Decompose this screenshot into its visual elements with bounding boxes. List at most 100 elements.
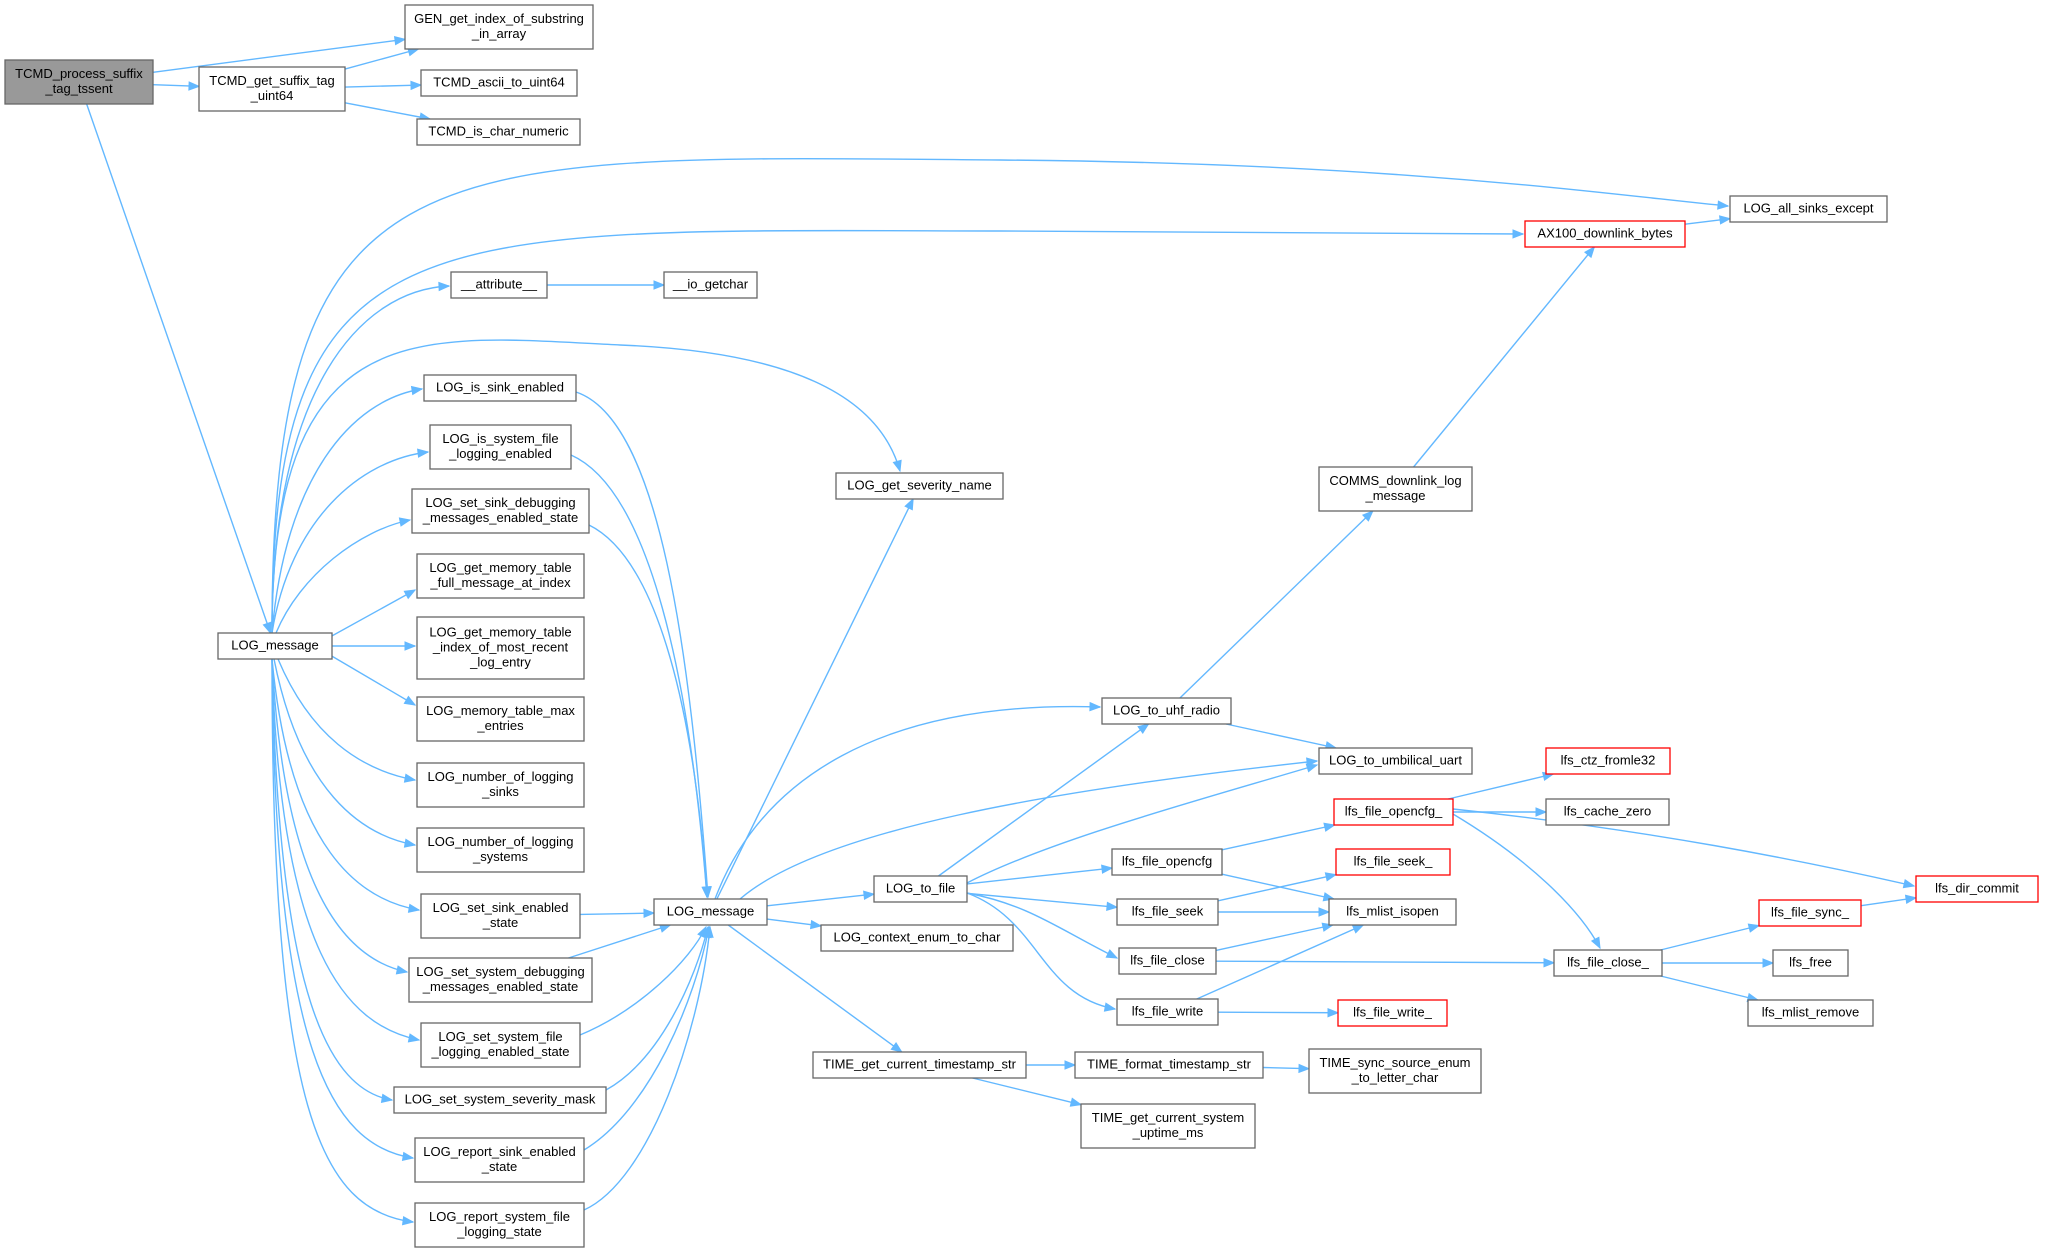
node-log-set-sys-sev[interactable]: LOG_set_system_severity_mask (393, 1086, 607, 1114)
node-time-format-ts[interactable]: TIME_format_timestamp_str (1074, 1051, 1264, 1079)
node-box (4, 59, 154, 105)
edge-layer (85, 35, 1918, 1226)
node-label-line: AX100_downlink_bytes (1537, 226, 1673, 241)
edge-line (1179, 510, 1374, 699)
edge-arrowhead (1298, 1063, 1311, 1074)
node-label-line: __io_getchar (672, 277, 749, 292)
node-lfs-file-opencfg[interactable]: lfs_file_opencfg (1111, 848, 1223, 876)
node-lfs-mlist-isopen[interactable]: lfs_mlist_isopen (1328, 898, 1457, 926)
node-log-to-file[interactable]: LOG_to_file (873, 875, 968, 903)
node-label-line: lfs_file_close_ (1567, 955, 1649, 970)
node-lfs-dir-commit[interactable]: lfs_dir_commit (1915, 875, 2039, 903)
edge-arrowhead (1089, 701, 1102, 712)
edge-arrowhead (863, 890, 876, 900)
edge-log_message_left-to-log_set_sys_sev (271, 658, 394, 1104)
node-lfs-file-opencfg-[interactable]: lfs_file_opencfg_ (1333, 798, 1454, 826)
edge-line (1215, 924, 1333, 952)
node-log-set-sink-enabled[interactable]: LOG_set_sink_enabled_state (420, 893, 581, 939)
node-log-message-left[interactable]: LOG_message (217, 632, 333, 660)
node-log-num-sinks[interactable]: LOG_number_of_logging_sinks (416, 762, 585, 808)
node-lfs-file-seek[interactable]: lfs_file_seek (1116, 898, 1219, 926)
node-log-to-umb[interactable]: LOG_to_umbilical_uart (1318, 747, 1473, 775)
node-ax100[interactable]: AX100_downlink_bytes (1524, 220, 1686, 248)
edge-line (1452, 808, 1915, 887)
node-lfs-free[interactable]: lfs_free (1772, 949, 1849, 977)
edge-arrowhead (398, 517, 412, 527)
node-tcmd-process[interactable]: TCMD_process_suffix_tag_tssent (4, 59, 154, 105)
node-box (1328, 898, 1457, 926)
edge-log_message_left-to-log_is_sink (271, 385, 424, 634)
edge-arrowhead (1327, 1007, 1340, 1018)
node-lfs-mlist-remove[interactable]: lfs_mlist_remove (1747, 999, 1874, 1027)
node-box (416, 827, 585, 873)
edge-arrowhead (1101, 864, 1114, 874)
node-lfs-cache-zero[interactable]: lfs_cache_zero (1545, 798, 1670, 826)
node-log-num-systems[interactable]: LOG_number_of_logging_systems (416, 827, 585, 873)
node-lfs-file-seek-[interactable]: lfs_file_seek_ (1335, 848, 1451, 876)
node-log-message-right[interactable]: LOG_message (653, 898, 768, 926)
node-log-get-mem-index[interactable]: LOG_get_memory_table_index_of_most_recen… (416, 616, 585, 680)
node-io-getchar[interactable]: __io_getchar (663, 271, 758, 299)
edge-line (271, 157, 1729, 634)
edge-arrowhead (1717, 200, 1730, 210)
edge-ax100-to-log_all_sinks (1684, 215, 1732, 225)
node-time-sync-source[interactable]: TIME_sync_source_enum_to_letter_char (1308, 1048, 1482, 1094)
node-label-line: TCMD_is_char_numeric (428, 124, 569, 139)
node-log-set-sink-debug[interactable]: LOG_set_sink_debugging_messages_enabled_… (411, 488, 590, 534)
node-box (416, 696, 585, 742)
node-log-report-sink[interactable]: LOG_report_sink_enabled_state (414, 1137, 585, 1183)
node-tcmd-ascii[interactable]: TCMD_ascii_to_uint64 (420, 69, 578, 97)
node-lfs-file-sync-[interactable]: lfs_file_sync_ (1758, 899, 1862, 927)
node-tcmd-is-char[interactable]: TCMD_is_char_numeric (416, 118, 581, 146)
node-lfs-ctz[interactable]: lfs_ctz_fromle32 (1545, 747, 1671, 775)
node-label-line: LOG_to_file (886, 881, 955, 896)
node-log-is-system-file[interactable]: LOG_is_system_file_logging_enabled (429, 424, 572, 470)
node-comms-downlink[interactable]: COMMS_downlink_log_message (1318, 466, 1473, 512)
node-tcmd-get-suffix[interactable]: TCMD_get_suffix_tag_uint64 (198, 66, 346, 112)
edge-log_report_sink-to-log_message_right (583, 925, 712, 1151)
edge-arrowhead (1324, 872, 1338, 882)
edge-arrowhead (890, 1041, 903, 1053)
node-lfs-file-close[interactable]: lfs_file_close (1118, 947, 1217, 975)
node-label-line: TCMD_get_suffix_tag (209, 73, 335, 88)
node-lfs-file-write-[interactable]: lfs_file_write_ (1337, 999, 1448, 1027)
node-log-context-enum[interactable]: LOG_context_enum_to_char (820, 924, 1014, 952)
edge-line (583, 926, 711, 1211)
node-log-report-sys-file[interactable]: LOG_report_system_file_logging_state (414, 1202, 585, 1248)
edge-log_set_sys_debug-to-log_message_right (568, 923, 672, 959)
edge-lfs_file_opencfg_-to-lfs_file_close_ (1452, 813, 1601, 950)
edge-log_set_sys_file-to-log_message_right (579, 925, 707, 1036)
node-time-get-ts[interactable]: TIME_get_current_timestamp_str (812, 1051, 1027, 1079)
node-lfs-file-write[interactable]: lfs_file_write (1116, 998, 1219, 1026)
edge-line (1448, 773, 1554, 800)
node-gen-get-index[interactable]: GEN_get_index_of_substring_in_array (404, 4, 594, 50)
node-label-line: LOG_number_of_logging (428, 834, 574, 849)
node-label-line: _tag_tssent (44, 81, 113, 96)
edge-arrowhead (1904, 894, 1918, 904)
node-log-to-uhf[interactable]: LOG_to_uhf_radio (1101, 697, 1232, 725)
node-label-line: lfs_mlist_remove (1762, 1005, 1860, 1020)
edge-lfs_file_opencfg_-to-lfs_ctz (1448, 771, 1555, 800)
node-attribute[interactable]: __attribute__ (450, 271, 548, 299)
node-log-get-severity[interactable]: LOG_get_severity_name (835, 472, 1004, 500)
node-log-mem-max[interactable]: LOG_memory_table_max_entries (416, 696, 585, 742)
edge-tcmd_get_suffix-to-tcmd_is_char (344, 102, 432, 122)
node-label-line: _sinks (481, 784, 519, 799)
edge-line (271, 229, 1524, 634)
edge-line (583, 926, 710, 1151)
edge-line (1215, 960, 1555, 964)
edge-line (344, 48, 419, 70)
node-log-get-mem-full[interactable]: LOG_get_memory_table_full_message_at_ind… (416, 553, 585, 599)
edge-line (966, 764, 1318, 884)
node-lfs-file-close-[interactable]: lfs_file_close_ (1553, 949, 1663, 977)
edge-line (85, 103, 272, 634)
edge-log_message_left-to-log_get_mem_full (329, 589, 417, 638)
node-box (1758, 899, 1862, 927)
node-log-set-sys-debug[interactable]: LOG_set_system_debugging_messages_enable… (408, 957, 593, 1003)
node-time-get-uptime[interactable]: TIME_get_current_system_uptime_ms (1080, 1103, 1256, 1149)
node-log-is-sink[interactable]: LOG_is_sink_enabled (423, 374, 577, 402)
node-log-set-sys-file[interactable]: LOG_set_system_file_logging_enabled_stat… (420, 1022, 581, 1068)
node-box (416, 118, 581, 146)
node-log-all-sinks[interactable]: LOG_all_sinks_except (1729, 195, 1888, 223)
edge-arrowhead (1318, 907, 1331, 917)
